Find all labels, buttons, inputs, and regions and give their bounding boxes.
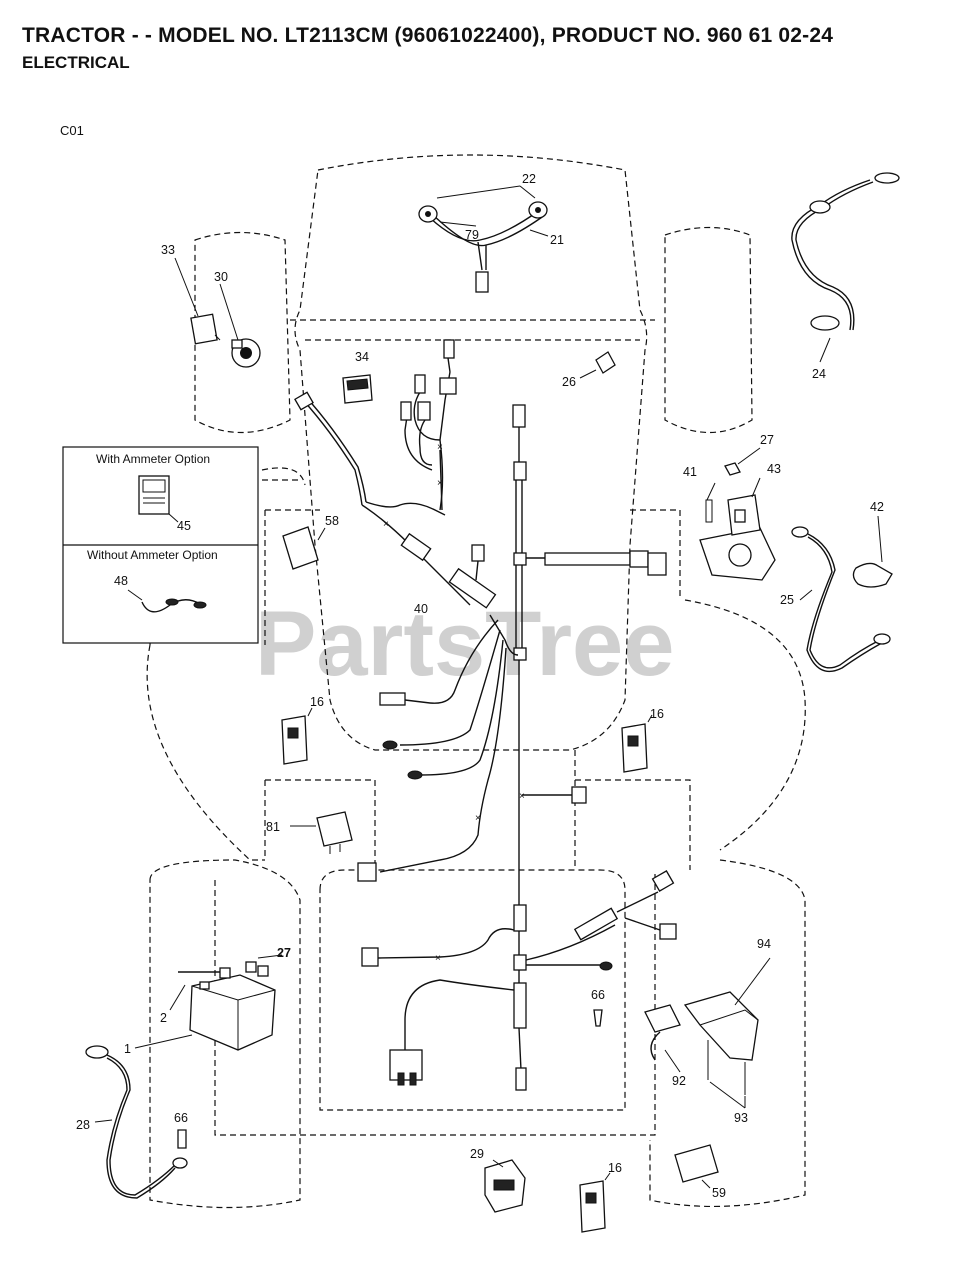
callout-41: 41 [683,465,697,479]
relay-58 [282,526,326,570]
callout-40: 40 [414,602,428,616]
ammeter-option-box: With Ammeter Option Without Ammeter Opti… [62,446,259,644]
callout-81: 81 [266,820,280,834]
terminal-boot-42 [852,515,893,588]
watermark: PartsTree [255,593,674,695]
callout-66-center: 66 [591,988,605,1002]
switch-29 [484,1159,526,1213]
callout-59: 59 [712,1186,726,1200]
callout-30: 30 [214,270,228,284]
callout-1: 1 [124,1042,131,1056]
switch-34 [342,374,373,404]
switch-16-bottom [579,1172,611,1233]
battery-cable-25 [791,526,891,673]
callout-92: 92 [672,1074,686,1088]
callout-48: 48 [114,574,128,588]
ground-cable-24 [791,172,900,363]
without-ammeter-label: Without Ammeter Option [87,548,218,562]
callout-24: 24 [812,367,826,381]
jumper-wire-icon [127,589,207,613]
relay-81 [290,811,353,854]
ammeter-icon [138,475,179,523]
bolt-66 [593,1009,603,1027]
callout-33: 33 [161,243,175,257]
svg-text:×: × [437,442,443,453]
headlight-harness [418,185,549,293]
callout-66-left: 66 [174,1111,188,1125]
with-ammeter-label: With Ammeter Option [96,452,210,466]
callout-16-left: 16 [310,695,324,709]
callout-26: 26 [562,375,576,389]
svg-text:×: × [475,813,481,824]
ground-cable-28 [85,1045,188,1199]
module-94 [644,957,771,1109]
callout-94: 94 [757,937,771,951]
starter-solenoid [699,447,776,581]
svg-text:×: × [435,953,441,964]
callout-45: 45 [177,519,191,533]
callout-42: 42 [870,500,884,514]
ignition-switch [174,257,261,368]
diagram-code: C01 [60,123,84,138]
callout-93: 93 [734,1111,748,1125]
callout-2: 2 [160,1011,167,1025]
battery [134,954,283,1051]
page-subtitle: ELECTRICAL [22,53,130,72]
svg-text:×: × [519,791,525,802]
callout-34: 34 [355,350,369,364]
callout-27-top: 27 [760,433,774,447]
svg-text:×: × [383,519,389,530]
callout-21: 21 [550,233,564,247]
callout-25: 25 [780,593,794,607]
callout-58: 58 [325,514,339,528]
switch-16-right [621,714,653,773]
callout-27-bottom: 27 [277,946,291,960]
fuse-26 [579,351,616,379]
callout-43: 43 [767,462,781,476]
callout-29: 29 [470,1147,484,1161]
callout-labels: 22 79 21 24 33 30 34 26 27 41 43 42 45 4… [76,172,884,1200]
callout-16-bottom: 16 [608,1161,622,1175]
callout-16-right: 16 [650,707,664,721]
callout-79: 79 [465,228,479,242]
main-harness: × × × × [294,339,677,1091]
component-59 [674,1144,719,1189]
svg-text:×: × [437,478,443,489]
page-title: TRACTOR - - MODEL NO. LT2113CM (96061022… [22,24,834,47]
switch-16-left [281,707,313,765]
callout-28: 28 [76,1118,90,1132]
callout-22: 22 [522,172,536,186]
